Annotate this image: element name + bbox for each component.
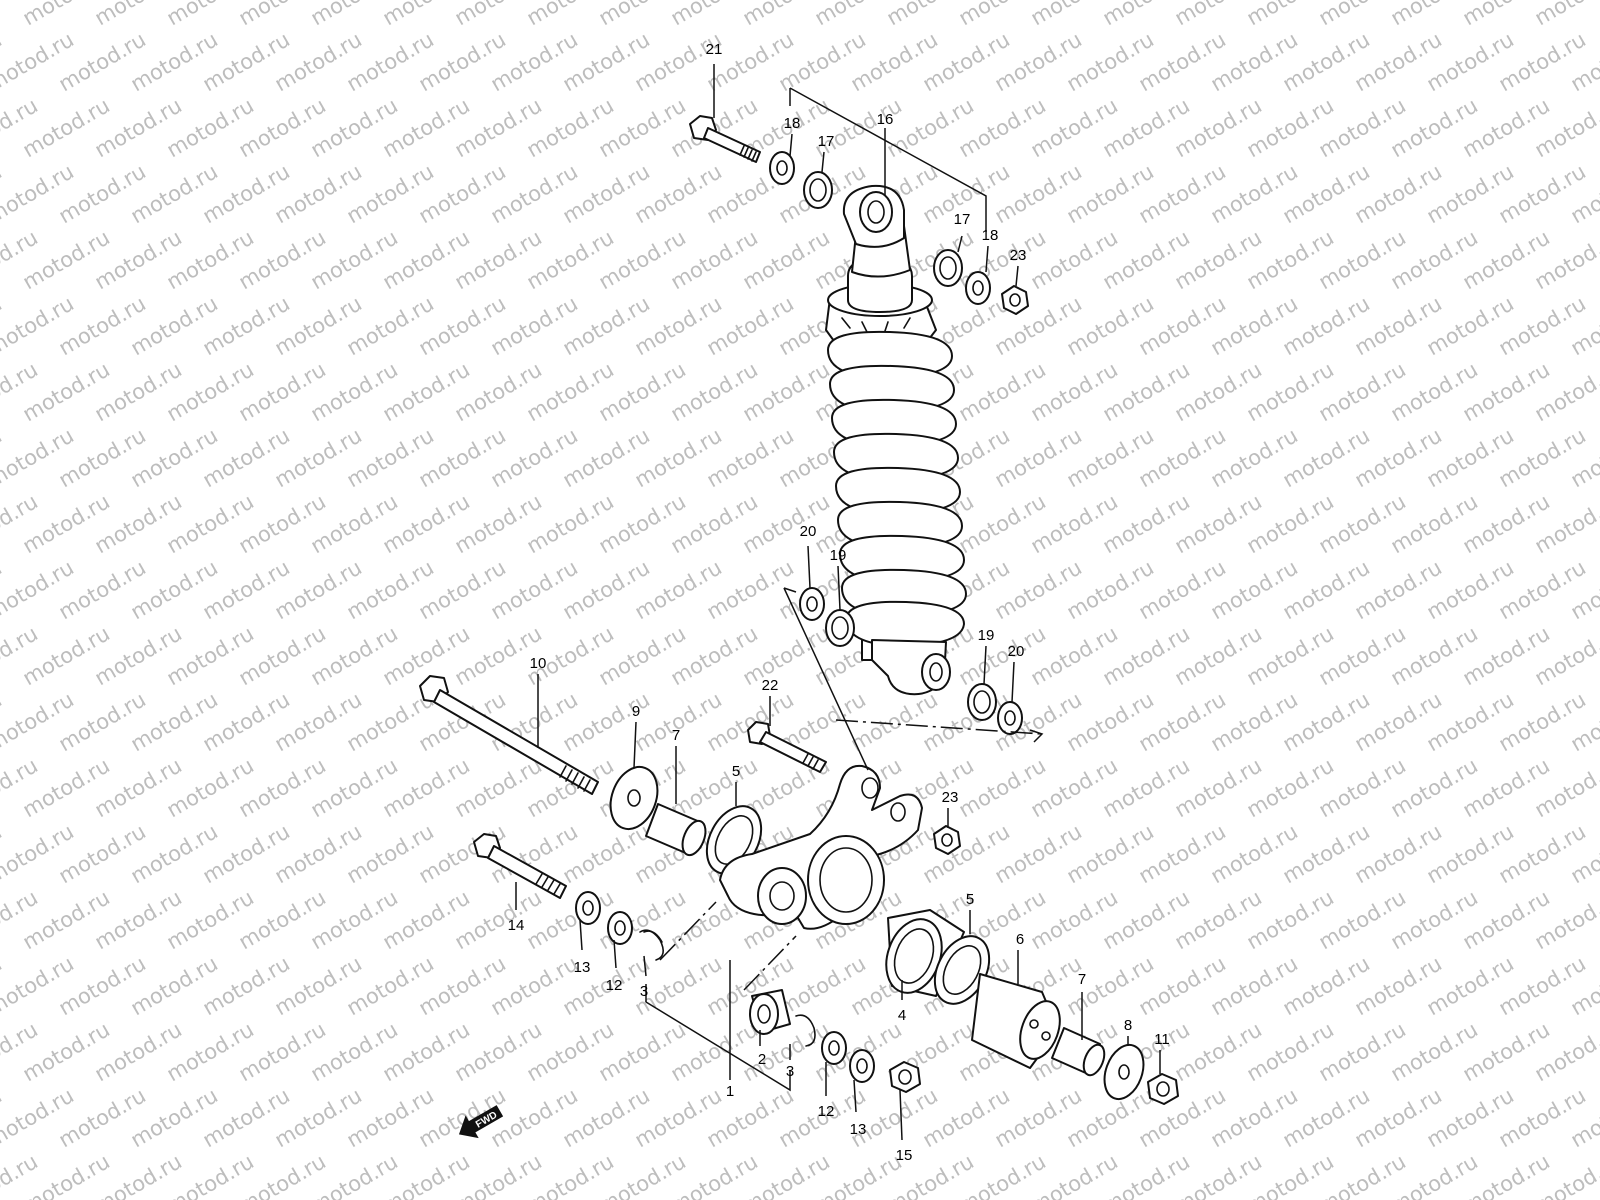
- callout-12: 12: [818, 1103, 835, 1120]
- bushing-2[interactable]: [749, 989, 791, 1035]
- nut-11[interactable]: [1147, 1073, 1179, 1105]
- callout-18: 18: [784, 115, 801, 132]
- callout-3: 3: [640, 983, 648, 1000]
- circlip-3-right[interactable]: [795, 1014, 816, 1047]
- fwd-arrow-icon: [458, 1105, 504, 1139]
- top-spacer-18-right[interactable]: [965, 271, 991, 305]
- lower-seal-19-right[interactable]: [967, 683, 997, 721]
- cushion-lever-1[interactable]: [719, 764, 923, 930]
- callout-11: 11: [1154, 1031, 1170, 1048]
- callout-9: 9: [632, 703, 640, 720]
- callout-19: 19: [830, 547, 847, 564]
- callout-14: 14: [508, 917, 525, 934]
- callout-19: 19: [978, 627, 995, 644]
- callout-leaders: [515, 64, 1161, 1141]
- top-mount-bolt-21[interactable]: [689, 115, 761, 163]
- callout-13: 13: [574, 959, 591, 976]
- circlip-3-left[interactable]: [639, 929, 664, 961]
- lower-spacer-20-right[interactable]: [997, 701, 1023, 735]
- washer-8[interactable]: [1098, 1040, 1151, 1105]
- callout-6: 6: [1016, 931, 1024, 948]
- callout-10: 10: [530, 655, 547, 672]
- callout-13: 13: [850, 1121, 867, 1138]
- callout-16: 16: [877, 111, 894, 128]
- collar-7-lower[interactable]: [1051, 1027, 1108, 1078]
- callout-8: 8: [1124, 1017, 1132, 1034]
- bolt-10[interactable]: [419, 675, 599, 795]
- bolt-22[interactable]: [747, 721, 827, 773]
- callout-23: 23: [1010, 247, 1027, 264]
- callout-5: 5: [732, 763, 740, 780]
- lower-spacer-20-left[interactable]: [799, 587, 825, 621]
- top-nut-23[interactable]: [1001, 285, 1029, 315]
- callout-1: 1: [726, 1083, 734, 1100]
- washer-9[interactable]: [602, 760, 665, 835]
- assembly-brackets: [645, 87, 1044, 1092]
- lower-seal-19-left[interactable]: [825, 609, 855, 647]
- callout-20: 20: [800, 523, 817, 540]
- callout-18: 18: [982, 227, 999, 244]
- washer-13-right[interactable]: [849, 1049, 875, 1083]
- coil-spring: [827, 330, 967, 647]
- callout-22: 22: [762, 677, 779, 694]
- top-spacer-18-left[interactable]: [769, 151, 795, 185]
- seal-12-left[interactable]: [607, 911, 633, 945]
- callout-21: 21: [706, 41, 723, 58]
- callout-20: 20: [1008, 643, 1025, 660]
- callout-4: 4: [898, 1007, 906, 1024]
- callout-7: 7: [672, 727, 680, 744]
- top-seal-17-right[interactable]: [933, 249, 963, 287]
- callout-2: 2: [758, 1051, 766, 1068]
- spacer-6[interactable]: [971, 973, 1067, 1069]
- collar-7-upper[interactable]: [645, 803, 710, 858]
- callout-17: 17: [954, 211, 971, 228]
- nut-23-lever[interactable]: [933, 825, 961, 855]
- callout-23: 23: [942, 789, 959, 806]
- top-seal-17-left[interactable]: [803, 171, 833, 209]
- callout-3: 3: [786, 1063, 794, 1080]
- callout-5: 5: [966, 891, 974, 908]
- nut-15[interactable]: [889, 1061, 921, 1093]
- bolt-14[interactable]: [473, 833, 567, 899]
- callout-labels: 21 18 17 16 17 18 23 20 19 19 20 10 9 7 …: [508, 41, 1170, 1164]
- callout-12: 12: [606, 977, 623, 994]
- washer-13-left[interactable]: [575, 891, 601, 925]
- bearing-5-lower[interactable]: [924, 927, 1000, 1013]
- callout-17: 17: [818, 133, 835, 150]
- rear-shock-absorber[interactable]: [825, 184, 967, 696]
- callout-15: 15: [896, 1147, 913, 1164]
- callout-7: 7: [1078, 971, 1086, 988]
- seal-12-right[interactable]: [821, 1031, 847, 1065]
- watermark-text: motod.ru: [1531, 0, 1600, 30]
